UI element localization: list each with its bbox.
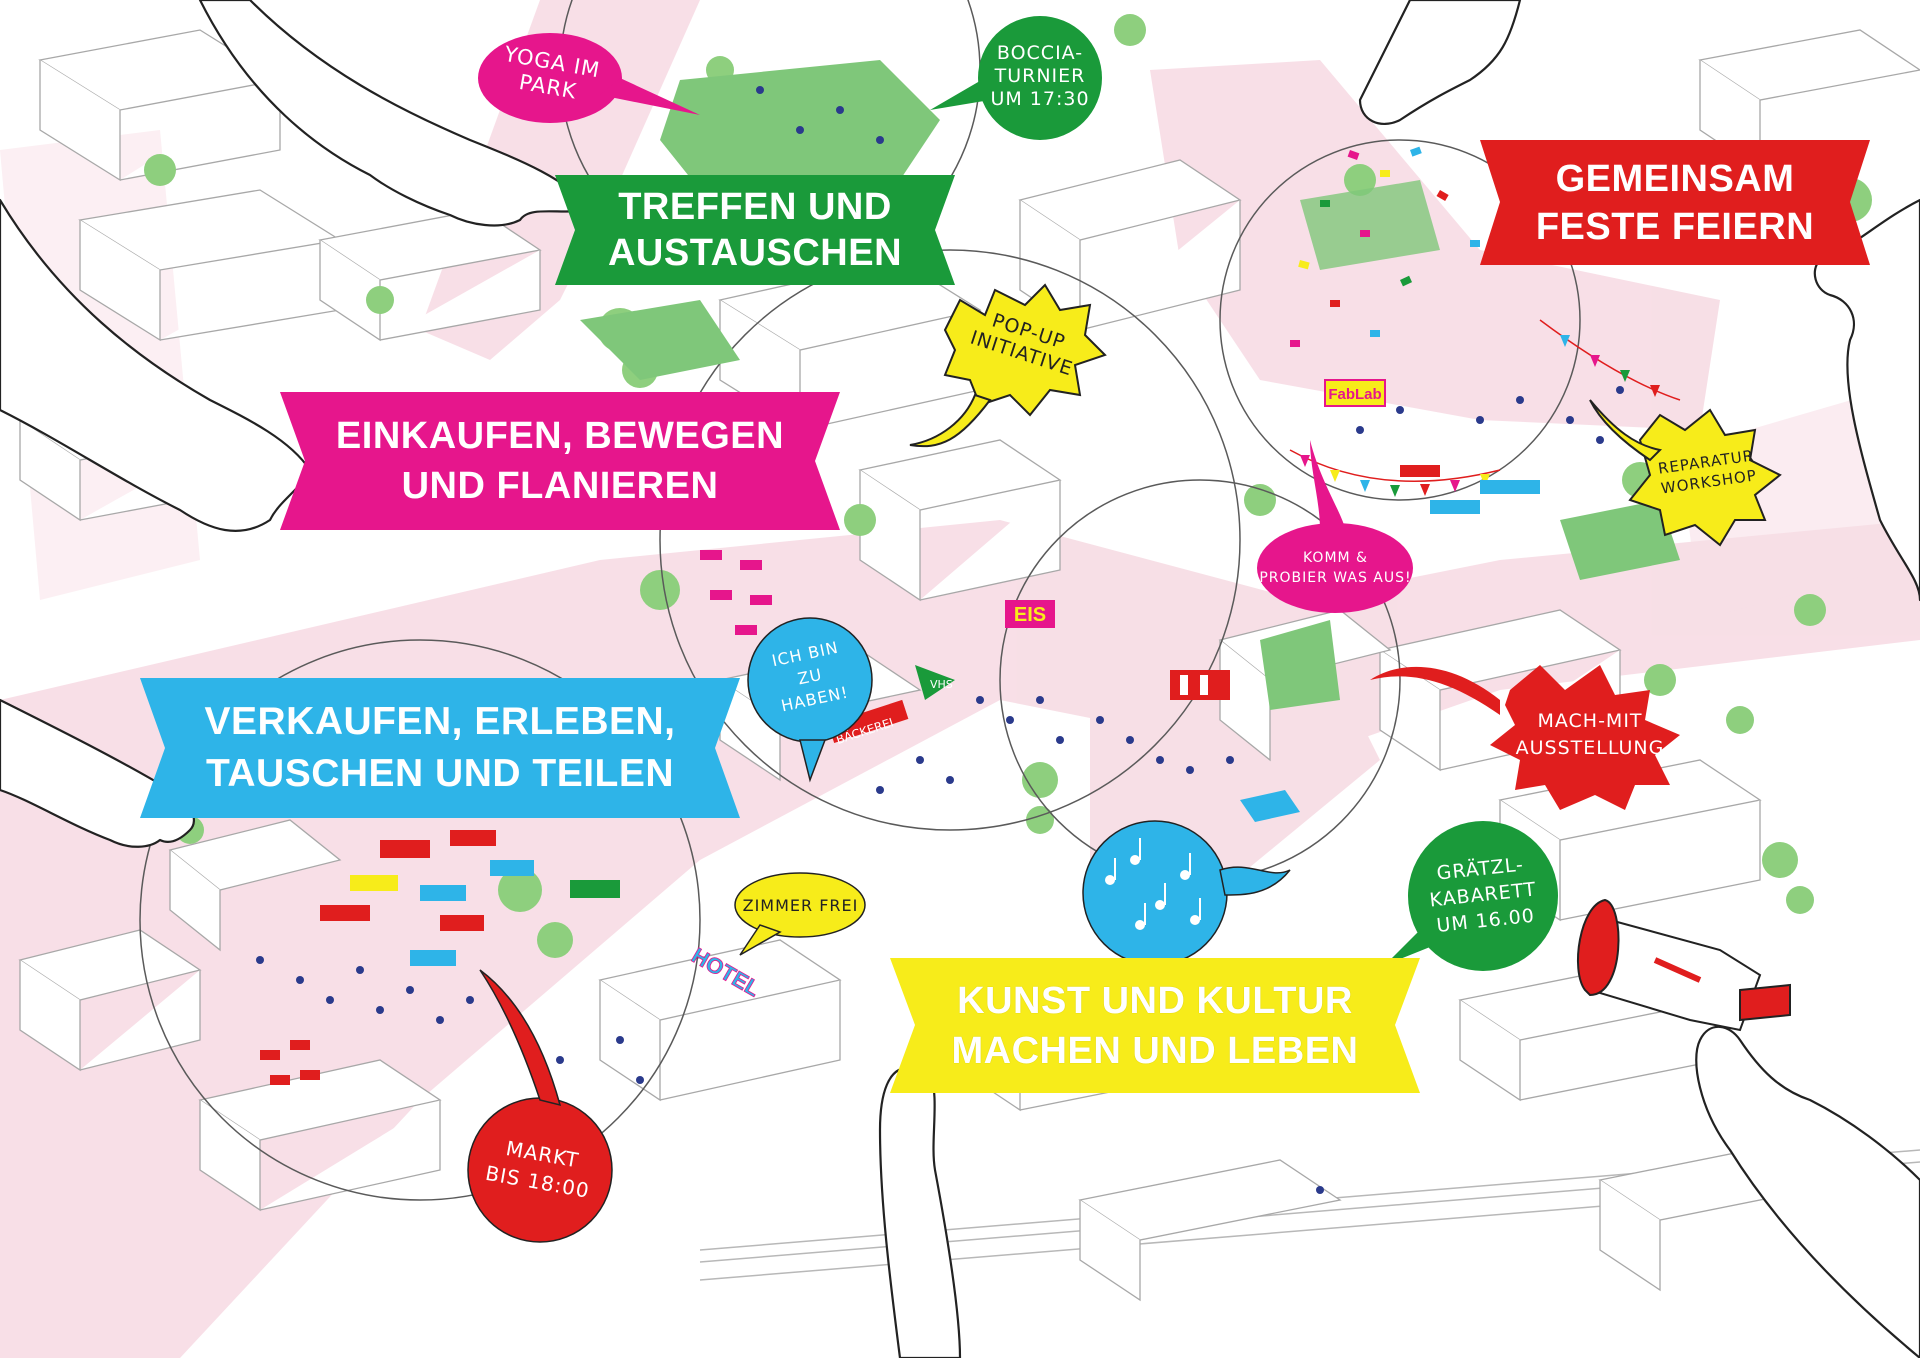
- svg-text:FabLab: FabLab: [1328, 386, 1381, 403]
- green-areas: [580, 60, 1680, 710]
- graetzl-bubble: [1385, 821, 1558, 971]
- music-notes-icon: [1105, 838, 1201, 930]
- machmit-line1: MACH-MIT: [1537, 710, 1643, 732]
- boccia-line1: BOCCIA-: [996, 42, 1084, 64]
- bunting-flags: [1300, 335, 1660, 497]
- banner-kunst-line2: MACHEN UND LEBEN: [951, 1029, 1359, 1072]
- megaphone-icon: [1577, 898, 1791, 1032]
- banner-feste: GEMEINSAM FESTE FEIERN: [1480, 140, 1870, 265]
- market-stalls: [320, 465, 1540, 966]
- svg-text:EIS: EIS: [1014, 604, 1046, 626]
- banner-kunst-line1: KUNST UND KULTUR: [957, 979, 1353, 1022]
- banner-treffen: TREFFEN UND AUSTAUSCHEN: [555, 175, 955, 285]
- vhs-sign: VHS: [915, 665, 955, 700]
- fablab-sign: FabLab: [1324, 379, 1386, 407]
- boccia-bubble: [930, 16, 1102, 140]
- people: [256, 86, 1624, 1194]
- piano: [1240, 790, 1300, 822]
- markt-bubble: [467, 969, 613, 1243]
- cafe-tables: [260, 550, 772, 1085]
- banner-verkaufen-line1: VERKAUFEN, ERLEBEN,: [204, 700, 676, 743]
- zimmer-label: ZIMMER FREI: [738, 893, 863, 918]
- komm-bubble: [1257, 440, 1413, 613]
- machmit-label: MACH-MIT AUSSTELLUNG: [1510, 708, 1670, 762]
- boccia-line3: UM 17:30: [990, 88, 1090, 110]
- machmit-line2: AUSSTELLUNG: [1515, 737, 1665, 759]
- komm-line1: KOMM &: [1303, 550, 1368, 566]
- banner-kunst: KUNST UND KULTUR MACHEN UND LEBEN: [890, 958, 1420, 1093]
- boccia-line2: TURNIER: [994, 65, 1086, 87]
- banner-feste-line1: GEMEINSAM: [1555, 157, 1795, 200]
- graetzl-label: GRÄTZL- KABARETT UM 16.00: [1414, 849, 1551, 940]
- komm-line2: PROBIER WAS AUS!: [1259, 570, 1412, 586]
- banner-einkaufen-line2: UND FLANIEREN: [401, 465, 719, 507]
- banner-treffen-line2: AUSTAUSCHEN: [607, 232, 903, 274]
- reparatur-starburst: [1589, 399, 1782, 547]
- komm-label: KOMM & PROBIER WAS AUS!: [1258, 548, 1413, 588]
- eis-sign: EIS: [1005, 600, 1055, 628]
- banner-einkaufen: EINKAUFEN, BEWEGEN UND FLANIEREN: [280, 392, 840, 530]
- buildings: [18, 29, 1920, 1302]
- banner-einkaufen-line1: EINKAUFEN, BEWEGEN: [335, 415, 785, 457]
- machmit-starburst: [1370, 665, 1680, 810]
- boccia-label: BOCCIA- TURNIER UM 17:30: [985, 42, 1095, 111]
- popup-starburst: [909, 283, 1107, 448]
- zimmer-line1: ZIMMER FREI: [742, 896, 859, 915]
- banner-verkaufen-line2: TAUSCHEN UND TEILEN: [205, 752, 675, 795]
- banner-verkaufen: VERKAUFEN, ERLEBEN, TAUSCHEN UND TEILEN: [140, 678, 740, 818]
- banner-feste-line2: FESTE FEIERN: [1535, 205, 1815, 248]
- banner-treffen-line1: TREFFEN UND: [618, 186, 892, 228]
- confetti: [1290, 146, 1480, 347]
- svg-text:VHS: VHS: [930, 678, 953, 691]
- zimmer-bubble: [734, 872, 866, 956]
- yoga-bubble: [478, 33, 700, 123]
- ichbin-bubble: [747, 617, 873, 783]
